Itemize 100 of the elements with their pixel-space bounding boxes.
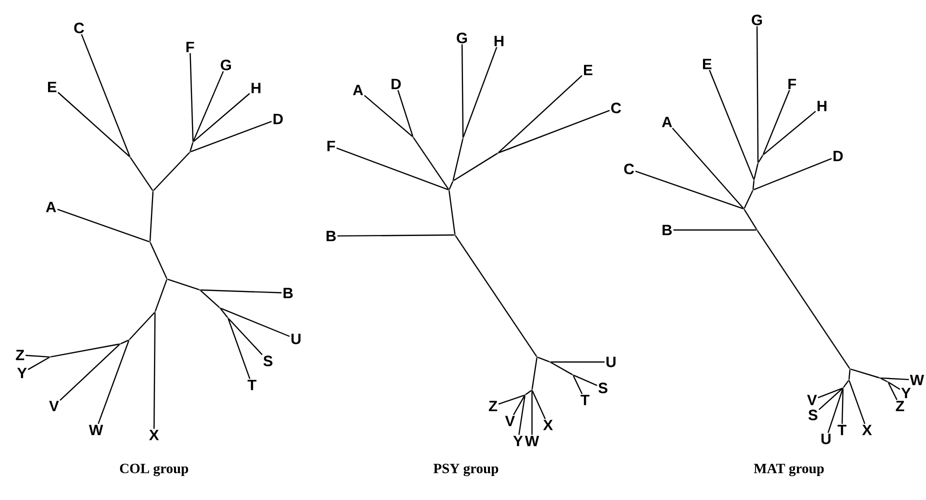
leaf-label: B: [284, 288, 293, 298]
branch-line: [58, 92, 130, 157]
leaf-label: E: [48, 82, 56, 92]
branch-line: [153, 312, 156, 429]
leaf-label: G: [456, 32, 467, 44]
leaf-label: F: [186, 42, 194, 52]
branch-line: [888, 382, 898, 400]
leaf-label: U: [821, 434, 830, 444]
branch-line: [337, 234, 454, 237]
leaf-label: T: [580, 394, 590, 406]
branch-line: [57, 208, 150, 242]
branch-line: [462, 46, 498, 138]
branch-line: [98, 340, 130, 424]
branch-line: [448, 190, 456, 234]
branch-line: [498, 394, 524, 405]
branch-line: [120, 340, 128, 344]
branch-line: [454, 235, 538, 357]
branch-line: [880, 378, 888, 382]
leaf-label: B: [662, 224, 672, 236]
leaf-label: B: [326, 230, 336, 242]
branch-line: [672, 128, 744, 209]
branch-line: [26, 354, 50, 358]
leaf-label: E: [584, 64, 592, 76]
branch-line: [452, 138, 464, 180]
leaf-label: F: [327, 140, 336, 152]
branch-line: [190, 120, 272, 152]
leaf-label: U: [606, 356, 616, 368]
leaf-label: C: [74, 22, 84, 34]
leaf-label: X: [862, 424, 872, 436]
branch-line: [818, 388, 843, 410]
branch-line: [531, 390, 533, 435]
branch-line: [130, 157, 154, 191]
branch-line: [364, 95, 413, 137]
leaf-label: H: [252, 82, 260, 94]
tree-caption: MAT group: [754, 464, 824, 476]
branch-line: [453, 152, 498, 182]
leaf-label: D: [392, 78, 401, 90]
branch-line: [525, 390, 532, 395]
leaf-label: D: [834, 150, 843, 162]
leaf-label: E: [703, 58, 712, 70]
branch-line: [60, 344, 120, 401]
branch-line: [758, 155, 764, 163]
branch-line: [461, 44, 464, 138]
branch-line: [532, 358, 538, 390]
branch-line: [448, 182, 454, 190]
branch-line: [336, 148, 448, 190]
branch-line: [848, 370, 851, 380]
leaf-label: Z: [16, 350, 24, 360]
branch-line: [193, 93, 250, 142]
leaf-label: V: [49, 400, 59, 412]
branch-line: [756, 26, 759, 162]
branch-line: [153, 152, 190, 191]
branch-line: [80, 34, 130, 156]
branch-line: [752, 180, 755, 190]
leaf-label: S: [808, 410, 818, 420]
branch-line: [828, 388, 844, 433]
leaf-label: Z: [488, 400, 498, 412]
leaf-label: X: [543, 420, 553, 430]
branch-line: [574, 374, 598, 386]
branch-line: [412, 137, 450, 190]
branch-line: [880, 377, 909, 380]
leaf-label: T: [248, 380, 256, 390]
branch-line: [756, 230, 850, 369]
branch-line: [220, 308, 228, 318]
branch-line: [498, 110, 610, 154]
leaf-label: Y: [901, 388, 911, 398]
branch-line: [744, 190, 754, 208]
leaf-label: C: [624, 164, 634, 174]
branch-line: [200, 289, 282, 294]
branch-line: [200, 290, 220, 308]
branch-line: [538, 356, 550, 362]
leaf-label: W: [88, 424, 104, 436]
leaf-label: Y: [513, 436, 523, 446]
branch-line: [518, 396, 526, 435]
branch-line: [754, 164, 758, 180]
leaf-label: Y: [17, 368, 27, 378]
leaf-label: W: [524, 436, 540, 446]
leaf-label: G: [752, 14, 762, 26]
leaf-label: G: [220, 60, 231, 70]
tree-caption: COL group: [120, 464, 188, 476]
branch-line: [228, 318, 263, 356]
branch-line: [532, 390, 546, 420]
branch-line: [754, 158, 832, 190]
leaf-label: X: [149, 430, 159, 440]
branch-line: [550, 362, 573, 376]
leaf-label: W: [910, 374, 924, 386]
leaf-label: H: [494, 36, 504, 46]
branch-line: [228, 318, 250, 380]
branch-line: [848, 380, 866, 424]
branch-line: [498, 75, 582, 153]
branch-line: [843, 380, 849, 388]
branch-line: [763, 110, 816, 155]
leaf-label: U: [291, 334, 300, 344]
branch-line: [190, 53, 194, 142]
branch-line: [154, 280, 168, 312]
branch-line: [149, 192, 154, 242]
branch-line: [673, 229, 756, 231]
branch-line: [397, 90, 414, 136]
branch-line: [708, 70, 754, 180]
branch-line: [762, 90, 790, 154]
